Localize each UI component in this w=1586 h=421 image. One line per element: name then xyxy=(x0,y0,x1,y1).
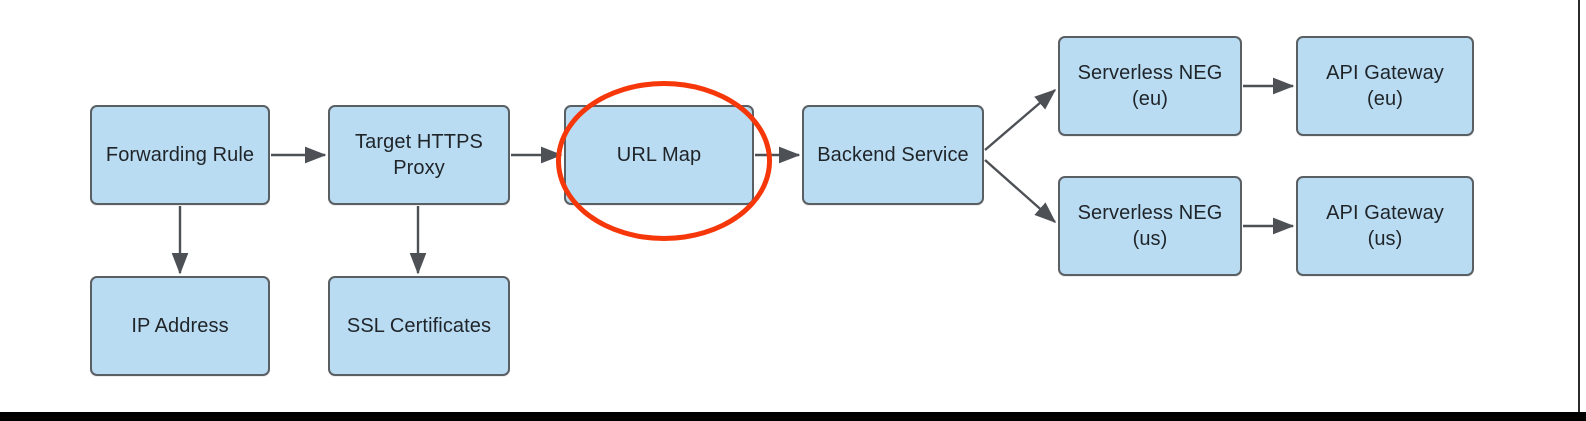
node-label: Serverless NEG (eu) xyxy=(1077,62,1223,110)
node-api-gateway-eu[interactable]: API Gateway (eu) xyxy=(1296,36,1474,136)
node-serverless-neg-eu[interactable]: Serverless NEG (eu) xyxy=(1058,36,1242,136)
node-backend-service[interactable]: Backend Service xyxy=(802,105,984,205)
node-serverless-neg-us[interactable]: Serverless NEG (us) xyxy=(1058,176,1242,276)
node-label: IP Address xyxy=(131,315,229,337)
node-label: Serverless NEG (us) xyxy=(1077,202,1223,250)
node-ip-address[interactable]: IP Address xyxy=(90,276,270,376)
node-label: API Gateway (us) xyxy=(1326,202,1444,250)
node-target-https-proxy[interactable]: Target HTTPS Proxy xyxy=(328,105,510,205)
node-label: Forwarding Rule xyxy=(105,144,255,166)
node-label: Target HTTPS Proxy xyxy=(355,131,483,179)
node-forwarding-rule[interactable]: Forwarding Rule xyxy=(90,105,270,205)
right-edge-rule xyxy=(1578,0,1580,412)
node-ssl-certificates[interactable]: SSL Certificates xyxy=(328,276,510,376)
node-label: SSL Certificates xyxy=(346,315,492,337)
node-label: API Gateway (eu) xyxy=(1326,62,1444,110)
node-api-gateway-us[interactable]: API Gateway (us) xyxy=(1296,176,1474,276)
node-label: URL Map xyxy=(616,144,702,166)
node-label: Backend Service xyxy=(817,144,969,166)
node-url-map[interactable]: URL Map xyxy=(564,105,754,205)
edge-backend-to-neg-eu xyxy=(984,89,1057,151)
edge-backend-to-neg-us xyxy=(984,159,1057,223)
bottom-bar xyxy=(0,412,1586,421)
